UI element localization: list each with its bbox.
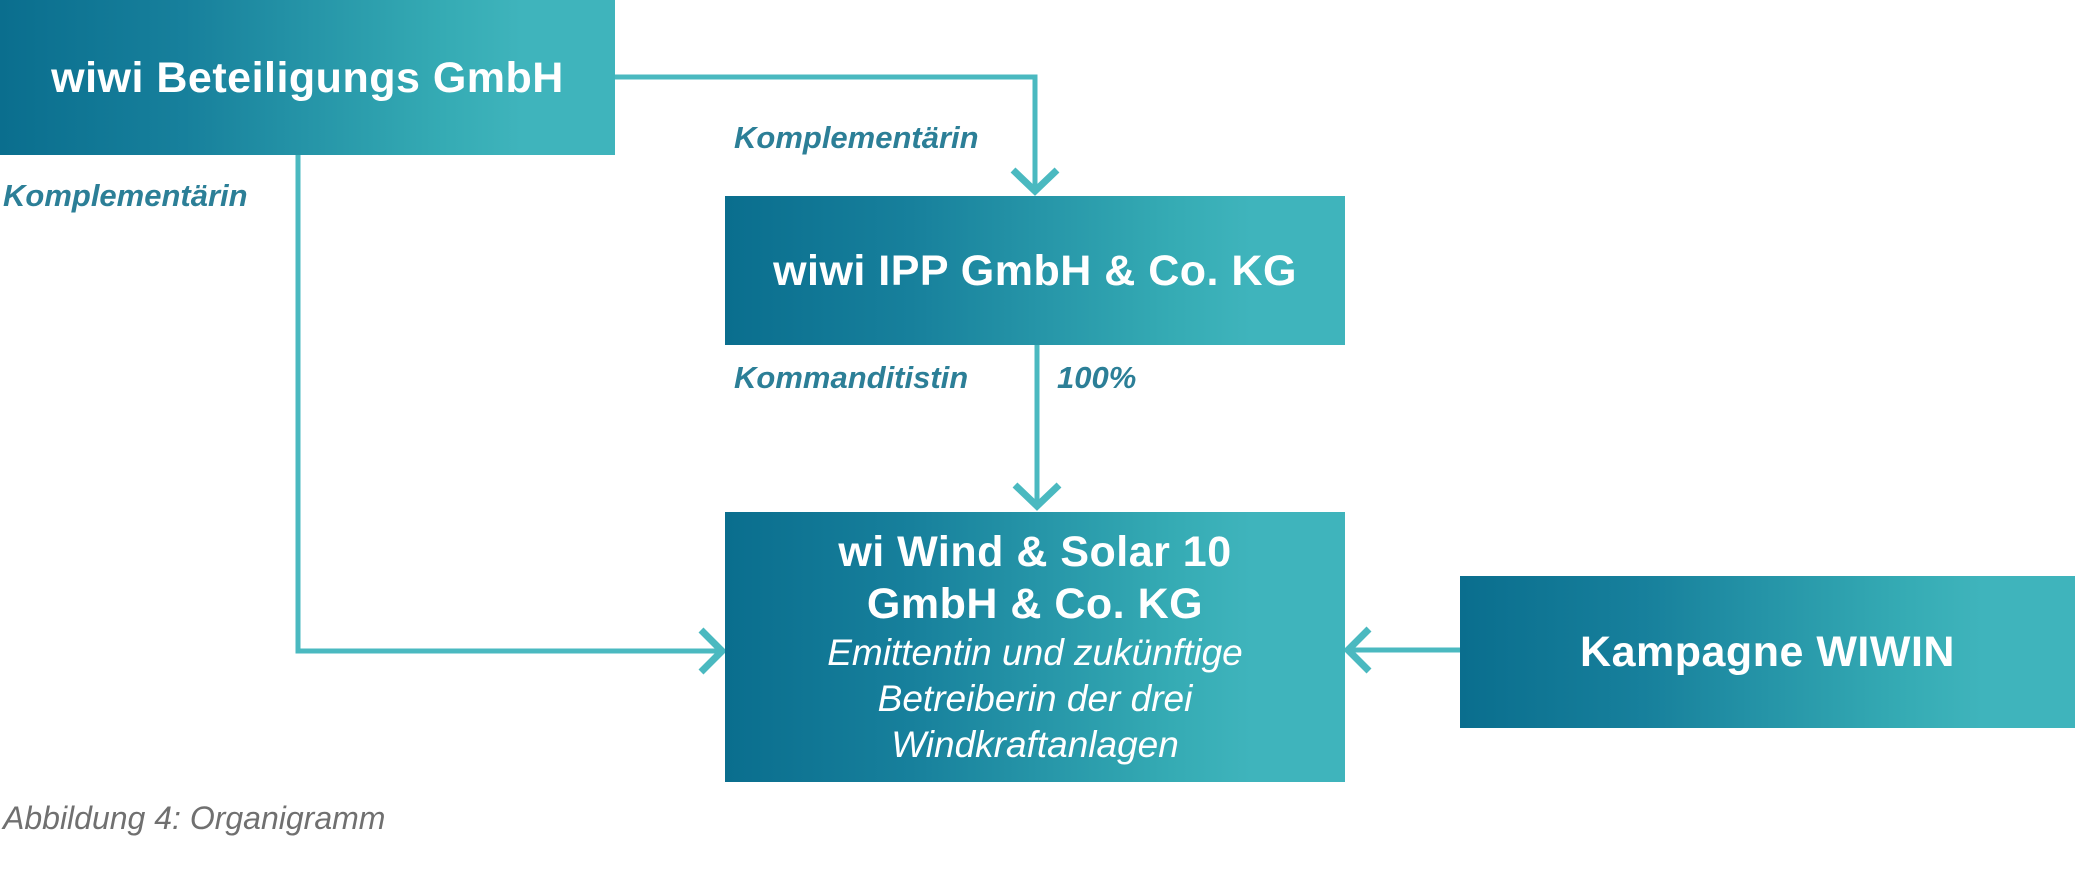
connector-beteiligungs-to-windsolar [295,155,722,654]
edge-label-kommanditistin: Kommanditistin [734,360,969,395]
node-subtitle-line1: Emittentin und zukünftige [827,632,1243,673]
figure-caption: Abbildung 4: Organigramm [3,800,386,836]
edge-label-100-percent: 100% [1057,360,1137,395]
node-title: wiwi Beteiligungs GmbH [51,53,564,102]
node-wi-wind-solar-10: wi Wind & Solar 10 GmbH & Co. KG Emitten… [725,512,1345,782]
edge-label-komplementaerin-left: Komplementärin [3,178,248,213]
edge-label-komplementaerin-top: Komplementärin [734,120,979,155]
node-wiwi-beteiligungs-gmbh: wiwi Beteiligungs GmbH [0,0,615,155]
arrowhead-down-to-windsolar-icon [1012,482,1062,511]
node-title: Kampagne WIWIN [1580,628,1955,676]
node-kampagne-wiwin: Kampagne WIWIN [1460,576,2075,728]
node-subtitle-line3: Windkraftanlagen [891,724,1179,765]
arrowhead-right-to-windsolar-icon [698,627,727,675]
node-title: wiwi IPP GmbH & Co. KG [773,246,1297,295]
node-wiwi-ipp-gmbh-co-kg: wiwi IPP GmbH & Co. KG [725,196,1345,345]
node-subtitle-line2: Betreiberin der drei [877,678,1193,719]
node-title-line1: wi Wind & Solar 10 [838,528,1232,576]
arrowhead-left-to-windsolar-icon [1343,626,1372,674]
node-title-line2: GmbH & Co. KG [866,580,1204,628]
arrowhead-down-to-ipp-icon [1010,167,1060,196]
